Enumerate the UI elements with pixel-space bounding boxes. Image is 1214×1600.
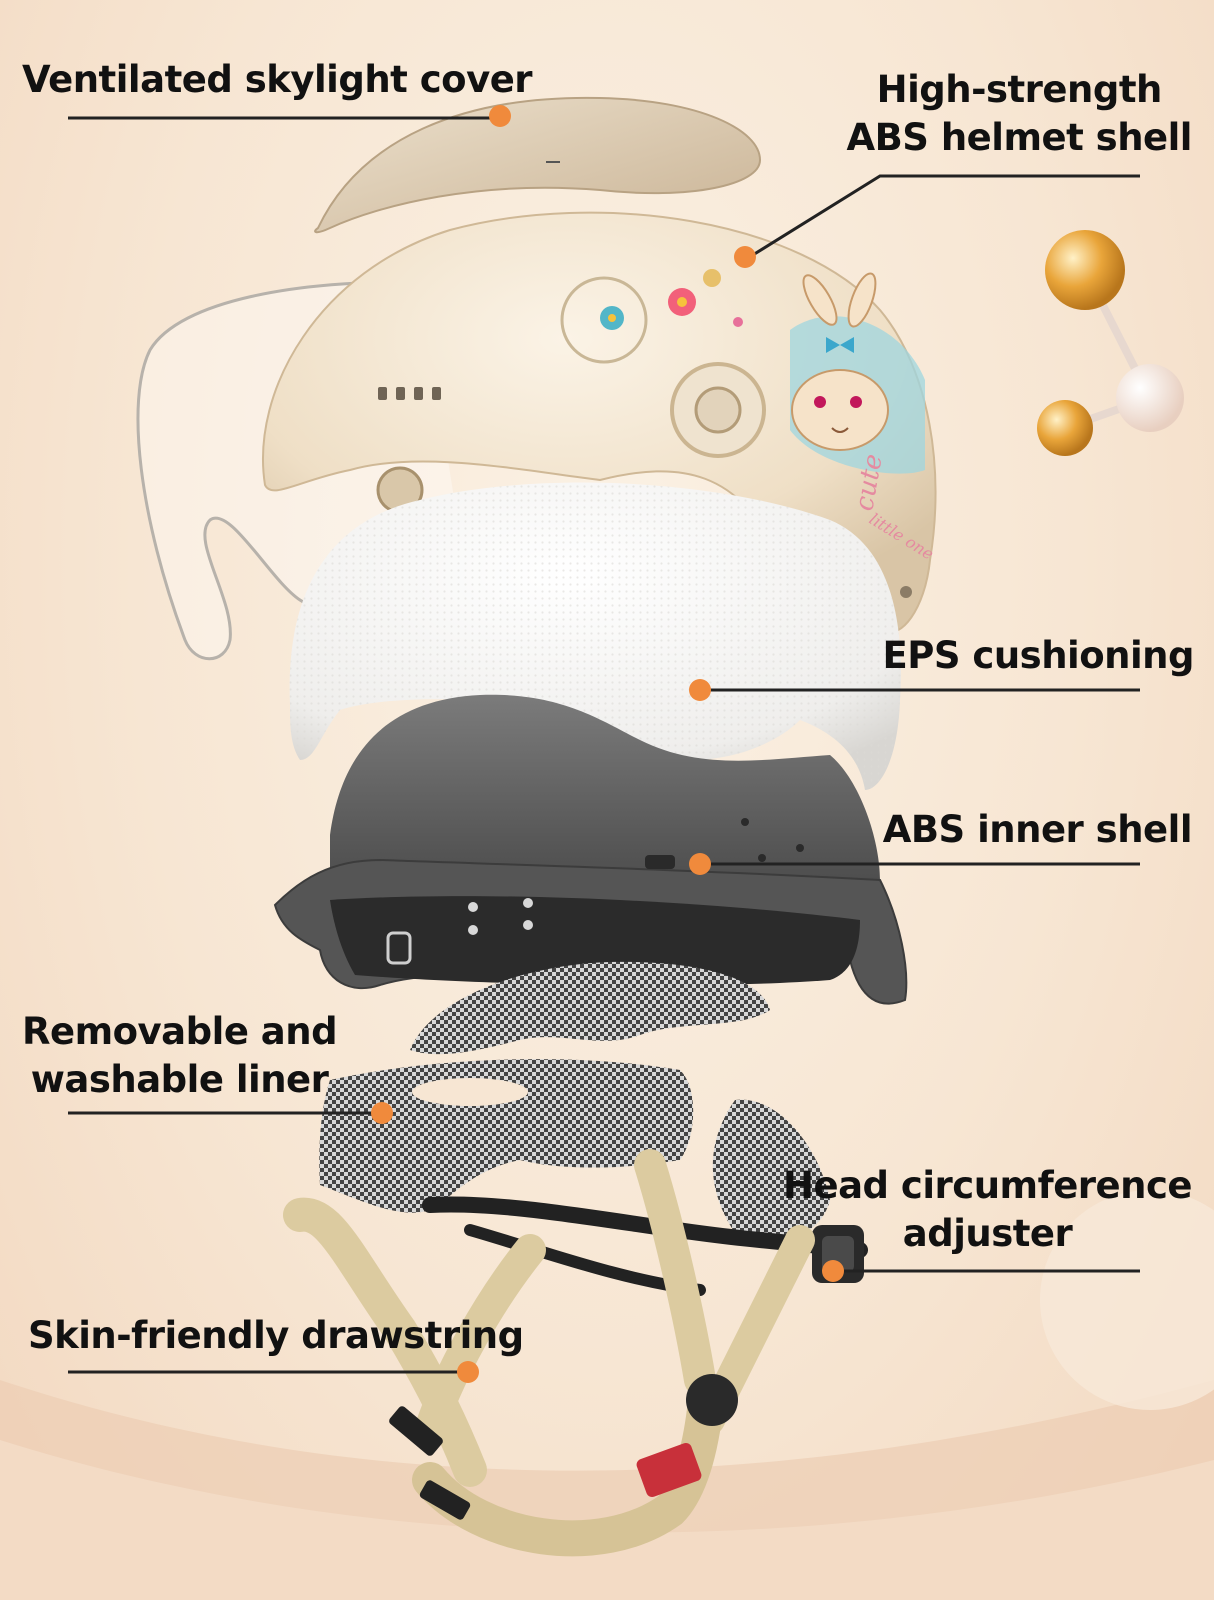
skylight-cover xyxy=(314,96,762,234)
leader-adjuster xyxy=(822,1260,1140,1282)
leader-drawstring xyxy=(68,1361,479,1383)
callout-leaders xyxy=(68,105,1140,1383)
leader-skylight xyxy=(68,105,511,127)
label-head-adjuster: Head circumference adjuster xyxy=(783,1164,1192,1255)
bunny-decal xyxy=(790,272,925,474)
inner-shell xyxy=(273,694,908,1005)
removable-liner xyxy=(319,961,830,1244)
leader-liner xyxy=(68,1102,393,1124)
label-inner-shell: ABS inner shell xyxy=(882,808,1193,851)
label-removable-liner: Removable and washable liner xyxy=(22,1010,338,1101)
label-outer-shell: High-strength ABS helmet shell xyxy=(846,68,1192,159)
leader-outer-shell xyxy=(734,174,1140,268)
eps-cushioning xyxy=(289,482,901,790)
leader-inner-shell xyxy=(689,853,1140,875)
label-drawstring: Skin-friendly drawstring xyxy=(28,1314,524,1357)
background-swoosh xyxy=(0,1190,1214,1600)
flower-decal xyxy=(600,269,743,330)
leader-eps xyxy=(689,679,1140,701)
label-skylight-cover: Ventilated skylight cover xyxy=(22,58,533,101)
label-eps-cushioning: EPS cushioning xyxy=(882,634,1194,677)
chin-straps xyxy=(283,1149,815,1557)
molecule-decoration xyxy=(1037,230,1184,456)
